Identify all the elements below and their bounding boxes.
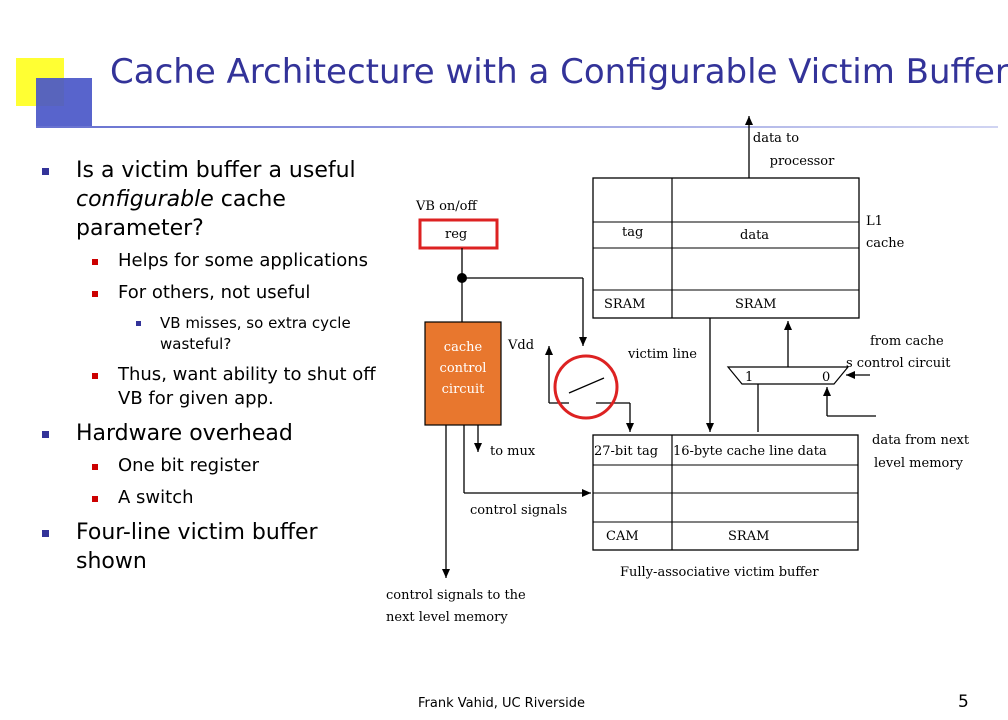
from-cache-label-1: from cache (870, 334, 944, 349)
switch-blade (568, 377, 605, 394)
l1-tag-label: tag (622, 225, 643, 240)
cache-control-label-1: cache (444, 340, 483, 355)
bullet-list: Is a victim buffer a useful configurable… (40, 156, 395, 582)
l1-label-2: cache (866, 236, 905, 251)
title-underline (36, 126, 998, 128)
subbullet-helps: Helps for some applications (40, 249, 395, 273)
bullet-text: cache parameter? (76, 187, 286, 241)
data-from-next-label-1: data from next (872, 433, 970, 448)
mux-input-0: 0 (822, 370, 830, 385)
control-signals-label: control signals (470, 503, 567, 518)
vb-tag-label: 27-bit tag (594, 444, 658, 459)
victim-buffer-caption: Fully-associative victim buffer (620, 565, 819, 580)
vb-sram-label: SRAM (728, 529, 769, 544)
data-from-next-label-2: level memory (874, 456, 964, 471)
bullet-text: Is a victim buffer a useful (76, 158, 356, 183)
subbullet-register: One bit register (40, 454, 395, 478)
bullet-italic-word: configurable (76, 187, 214, 212)
subbullet-not-useful: For others, not useful (40, 281, 395, 305)
l1-label-1: L1 (866, 214, 883, 229)
slide-title: Cache Architecture with a Configurable V… (110, 52, 1008, 92)
mux (726, 366, 850, 385)
vb-register (418, 218, 499, 250)
bullet-victim-buffer-question: Is a victim buffer a useful configurable… (40, 156, 395, 243)
bullet-hardware-overhead: Hardware overhead (40, 419, 395, 448)
victim-line-label: victim line (627, 347, 697, 362)
title-decoration-blue (36, 78, 92, 128)
subsubbullet-vb-misses: VB misses, so extra cycle wasteful? (40, 313, 395, 355)
switch-highlight-circle (553, 354, 619, 420)
from-cache-label-2: s control circuit (846, 356, 951, 371)
l1-data-label: data (740, 228, 769, 243)
vb-data-label: 16-byte cache line data (673, 444, 827, 459)
cache-control-circuit (424, 321, 502, 426)
subbullet-switch: A switch (40, 486, 395, 510)
subbullet-shut-off: Thus, want ability to shut off VB for gi… (40, 363, 395, 411)
control-next-label-2: next level memory (386, 610, 508, 625)
bullet-four-line: Four-line victim buffer shown (40, 518, 395, 576)
vdd-label: Vdd (507, 338, 534, 353)
mux-input-1: 1 (745, 370, 753, 385)
page-number: 5 (958, 692, 969, 712)
data-to-processor-label-2: processor (770, 154, 836, 169)
footer-author: Frank Vahid, UC Riverside (418, 696, 586, 711)
l1-tag-sram-label: SRAM (604, 297, 645, 312)
data-to-processor-label-1: data to (753, 131, 799, 146)
register-label: reg (445, 227, 467, 242)
l1-data-sram-label: SRAM (735, 297, 776, 312)
cache-control-label-2: control (440, 361, 487, 376)
to-mux-label: to mux (490, 444, 536, 459)
cache-control-label-3: circuit (442, 382, 485, 397)
vb-cam-label: CAM (606, 529, 639, 544)
control-next-label-1: control signals to the (386, 588, 526, 603)
vb-onoff-label: VB on/off (415, 199, 478, 214)
